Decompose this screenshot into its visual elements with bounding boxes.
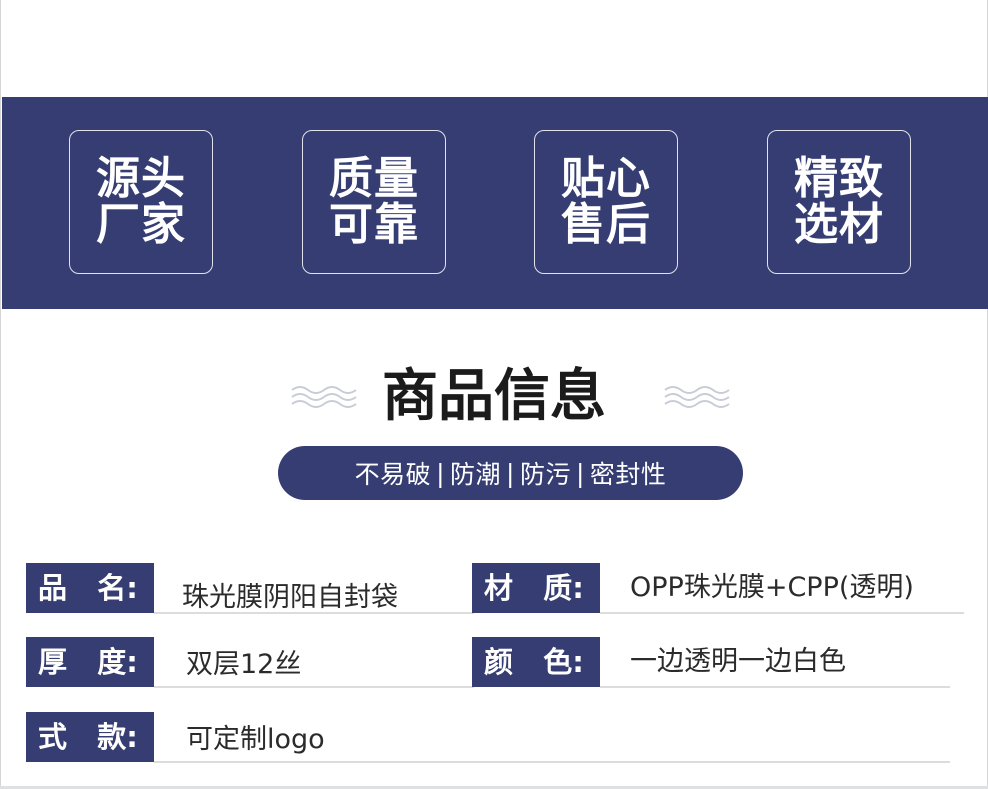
spec-divider bbox=[600, 612, 964, 614]
spec-value-style: 可定制logo bbox=[186, 724, 325, 755]
feature-box-materials: 精致 选材 bbox=[767, 130, 911, 274]
spec-value-thickness: 双层12丝 bbox=[186, 649, 302, 680]
spec-value-name: 珠光膜阴阳自封袋 bbox=[182, 582, 398, 613]
feature-line: 厂家 bbox=[96, 199, 186, 250]
feature-line: 精致 bbox=[794, 153, 884, 204]
spec-label-color: 颜 色: bbox=[472, 637, 600, 687]
feature-line: 贴心 bbox=[561, 153, 651, 204]
spec-label-name: 品 名: bbox=[26, 563, 154, 613]
spec-label-style: 式 款: bbox=[26, 712, 154, 762]
tag-item: 密封性 bbox=[589, 460, 667, 489]
feature-line: 质量 bbox=[329, 153, 419, 204]
spec-label-material: 材 质: bbox=[472, 563, 600, 613]
feature-line: 源头 bbox=[96, 153, 186, 204]
feature-line: 选材 bbox=[794, 199, 884, 250]
wave-decoration-left-icon bbox=[291, 386, 357, 408]
spec-divider bbox=[154, 686, 474, 688]
feature-box-quality: 质量 可靠 bbox=[302, 130, 446, 274]
spec-value-material: OPP珠光膜+CPP(透明) bbox=[630, 572, 914, 603]
tag-item: 防污 bbox=[519, 460, 571, 489]
tag-separator: | bbox=[575, 458, 585, 488]
spec-value-color: 一边透明一边白色 bbox=[630, 646, 846, 677]
feature-box-after-sales: 贴心 售后 bbox=[534, 130, 678, 274]
spec-divider bbox=[154, 612, 474, 614]
spec-divider bbox=[154, 761, 950, 763]
section-title: 商品信息 bbox=[382, 364, 606, 429]
frame-left-border bbox=[0, 0, 1, 789]
wave-decoration-right-icon bbox=[664, 386, 730, 408]
spec-divider bbox=[600, 686, 950, 688]
tag-separator: | bbox=[436, 458, 446, 488]
tag-item: 不易破 bbox=[354, 460, 432, 489]
frame-bottom-border bbox=[0, 786, 988, 789]
feature-box-source-factory: 源头 厂家 bbox=[69, 130, 213, 274]
feature-line: 可靠 bbox=[329, 199, 419, 250]
tag-separator: | bbox=[506, 458, 515, 488]
feature-tags-pill: 不易破 | 防潮 | 防污 | 密封性 bbox=[278, 446, 743, 500]
feature-line: 售后 bbox=[561, 199, 651, 250]
tag-item: 防潮 bbox=[450, 460, 502, 489]
spec-label-thickness: 厚 度: bbox=[26, 637, 154, 687]
feature-banner: 源头 厂家 质量 可靠 贴心 售后 精致 选材 bbox=[2, 97, 988, 309]
